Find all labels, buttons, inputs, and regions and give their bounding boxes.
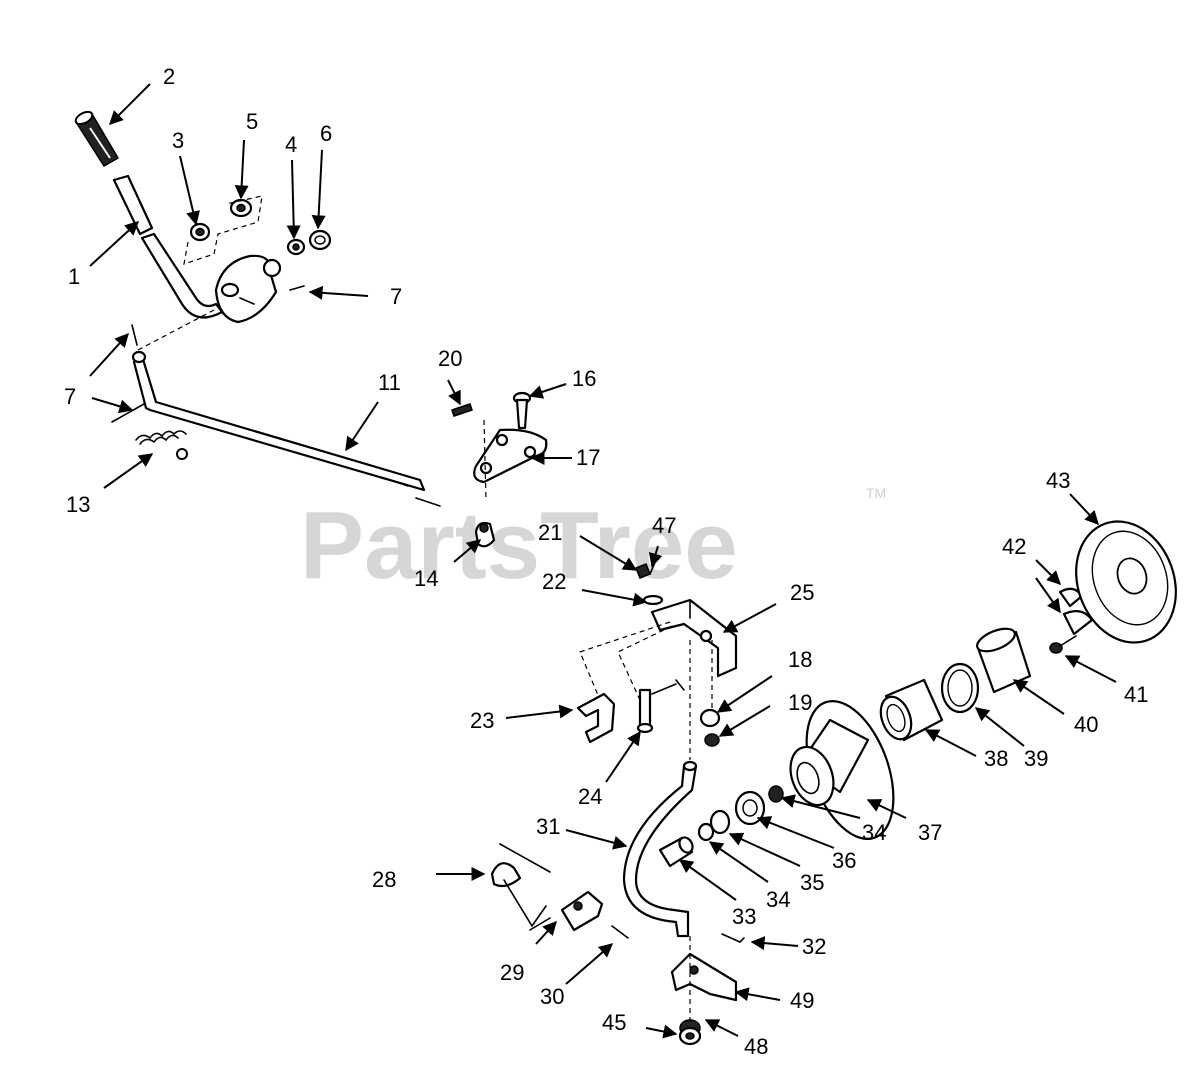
- callout-37: 37: [918, 820, 942, 845]
- parts: [74, 110, 1177, 1046]
- callout-16: 16: [572, 366, 596, 391]
- part-control-rod-11: [131, 350, 441, 507]
- callout-48: 48: [744, 1034, 768, 1059]
- part-bracket-49: [670, 952, 738, 1002]
- callout-22: 22: [542, 569, 566, 594]
- callout-30: 30: [540, 984, 564, 1009]
- callout-40: 40: [1074, 712, 1098, 737]
- part-bracket-23: [576, 692, 616, 744]
- part-bolt-16: [512, 391, 532, 430]
- callout-20: 20: [438, 346, 462, 371]
- part-bracket-28: [490, 843, 551, 928]
- part-washer-34b: [768, 785, 784, 803]
- part-pin-29: [529, 917, 551, 931]
- part-pin-7-upper: [289, 285, 305, 291]
- part-clevis-14: [474, 521, 496, 548]
- part-bracket-25: [650, 598, 738, 678]
- part-cotter-pin: [131, 324, 138, 346]
- callout-35: 35: [800, 870, 824, 895]
- part-nut-mid: [675, 679, 685, 691]
- callout-43: 43: [1046, 468, 1070, 493]
- callout-7-lower: 7: [64, 384, 76, 409]
- callout-25: 25: [790, 580, 814, 605]
- callout-24: 24: [578, 784, 602, 809]
- callout-45: 45: [602, 1010, 626, 1035]
- watermark-trademark: TM: [866, 485, 886, 501]
- callout-21: 21: [538, 520, 562, 545]
- callout-14: 14: [414, 566, 438, 591]
- callout-39: 39: [1024, 746, 1048, 771]
- part-nut-19: [704, 733, 720, 747]
- callout-38: 38: [984, 746, 1008, 771]
- part-shift-rod-31: [622, 760, 698, 938]
- part-grip: [74, 110, 120, 168]
- part-cotter-32: [721, 933, 745, 943]
- callout-32: 32: [802, 934, 826, 959]
- part-washer-4: [286, 238, 306, 256]
- callout-18: 18: [788, 647, 812, 672]
- part-bushing-6: [308, 229, 332, 251]
- part-washer-22: [642, 594, 664, 606]
- part-ring-35: [709, 809, 731, 835]
- part-pin-30: [611, 925, 629, 939]
- leader-lines: [89, 83, 1117, 1039]
- callout-3: 3: [172, 128, 184, 153]
- callout-19: 19: [788, 690, 812, 715]
- callout-2: 2: [163, 64, 175, 89]
- watermark-text: PartsTree: [300, 492, 738, 599]
- part-washer-34a: [697, 822, 715, 842]
- callout-7-upper: 7: [390, 284, 402, 309]
- callout-41: 41: [1124, 682, 1148, 707]
- callout-23: 23: [470, 708, 494, 733]
- part-pin-20: [451, 403, 473, 417]
- part-bolt-mid: [651, 683, 677, 695]
- part-bushing-3: [189, 222, 211, 242]
- part-sleeve-40: [976, 627, 1032, 694]
- assembly-lines-3-5: [183, 195, 263, 265]
- part-bearing-36: [734, 790, 766, 826]
- callout-1: 1: [68, 264, 80, 289]
- callout-6: 6: [320, 121, 332, 146]
- callout-34b: 34: [862, 820, 886, 845]
- part-bolt-41: [1049, 635, 1077, 654]
- part-bracket-42: [1058, 587, 1094, 636]
- part-bearing-38: [879, 678, 944, 742]
- callout-33: 33: [732, 904, 756, 929]
- part-spring-13: [135, 430, 188, 460]
- part-bushing-5: [229, 198, 253, 218]
- callout-47: 47: [652, 513, 676, 538]
- callout-34a: 34: [766, 887, 790, 912]
- callout-31: 31: [536, 814, 560, 839]
- callout-5: 5: [246, 109, 258, 134]
- part-block: [560, 890, 604, 932]
- part-lever: [112, 174, 224, 319]
- callout-28: 28: [372, 867, 396, 892]
- callout-4: 4: [285, 132, 297, 157]
- callout-29: 29: [500, 960, 524, 985]
- part-lever-bracket: [214, 254, 282, 324]
- callout-42: 42: [1002, 534, 1026, 559]
- part-sleeve-33: [658, 836, 694, 868]
- part-bolt-24: [636, 688, 654, 734]
- callout-49: 49: [790, 988, 814, 1013]
- part-nut-18: [699, 708, 721, 728]
- callout-11: 11: [378, 370, 401, 395]
- callout-17: 17: [576, 445, 600, 470]
- part-plate-17: [473, 428, 548, 484]
- callout-labels: 2 3 5 4 6 1 7 7 11 13 20 16 17 14 21 47 …: [64, 64, 1148, 1059]
- part-pulley-43: [1075, 520, 1177, 644]
- watermark: PartsTree TM: [300, 485, 886, 599]
- callout-13: 13: [66, 492, 90, 517]
- callout-36: 36: [832, 848, 856, 873]
- part-nut-45: [678, 1026, 702, 1046]
- part-pin-7-lower: [111, 403, 145, 423]
